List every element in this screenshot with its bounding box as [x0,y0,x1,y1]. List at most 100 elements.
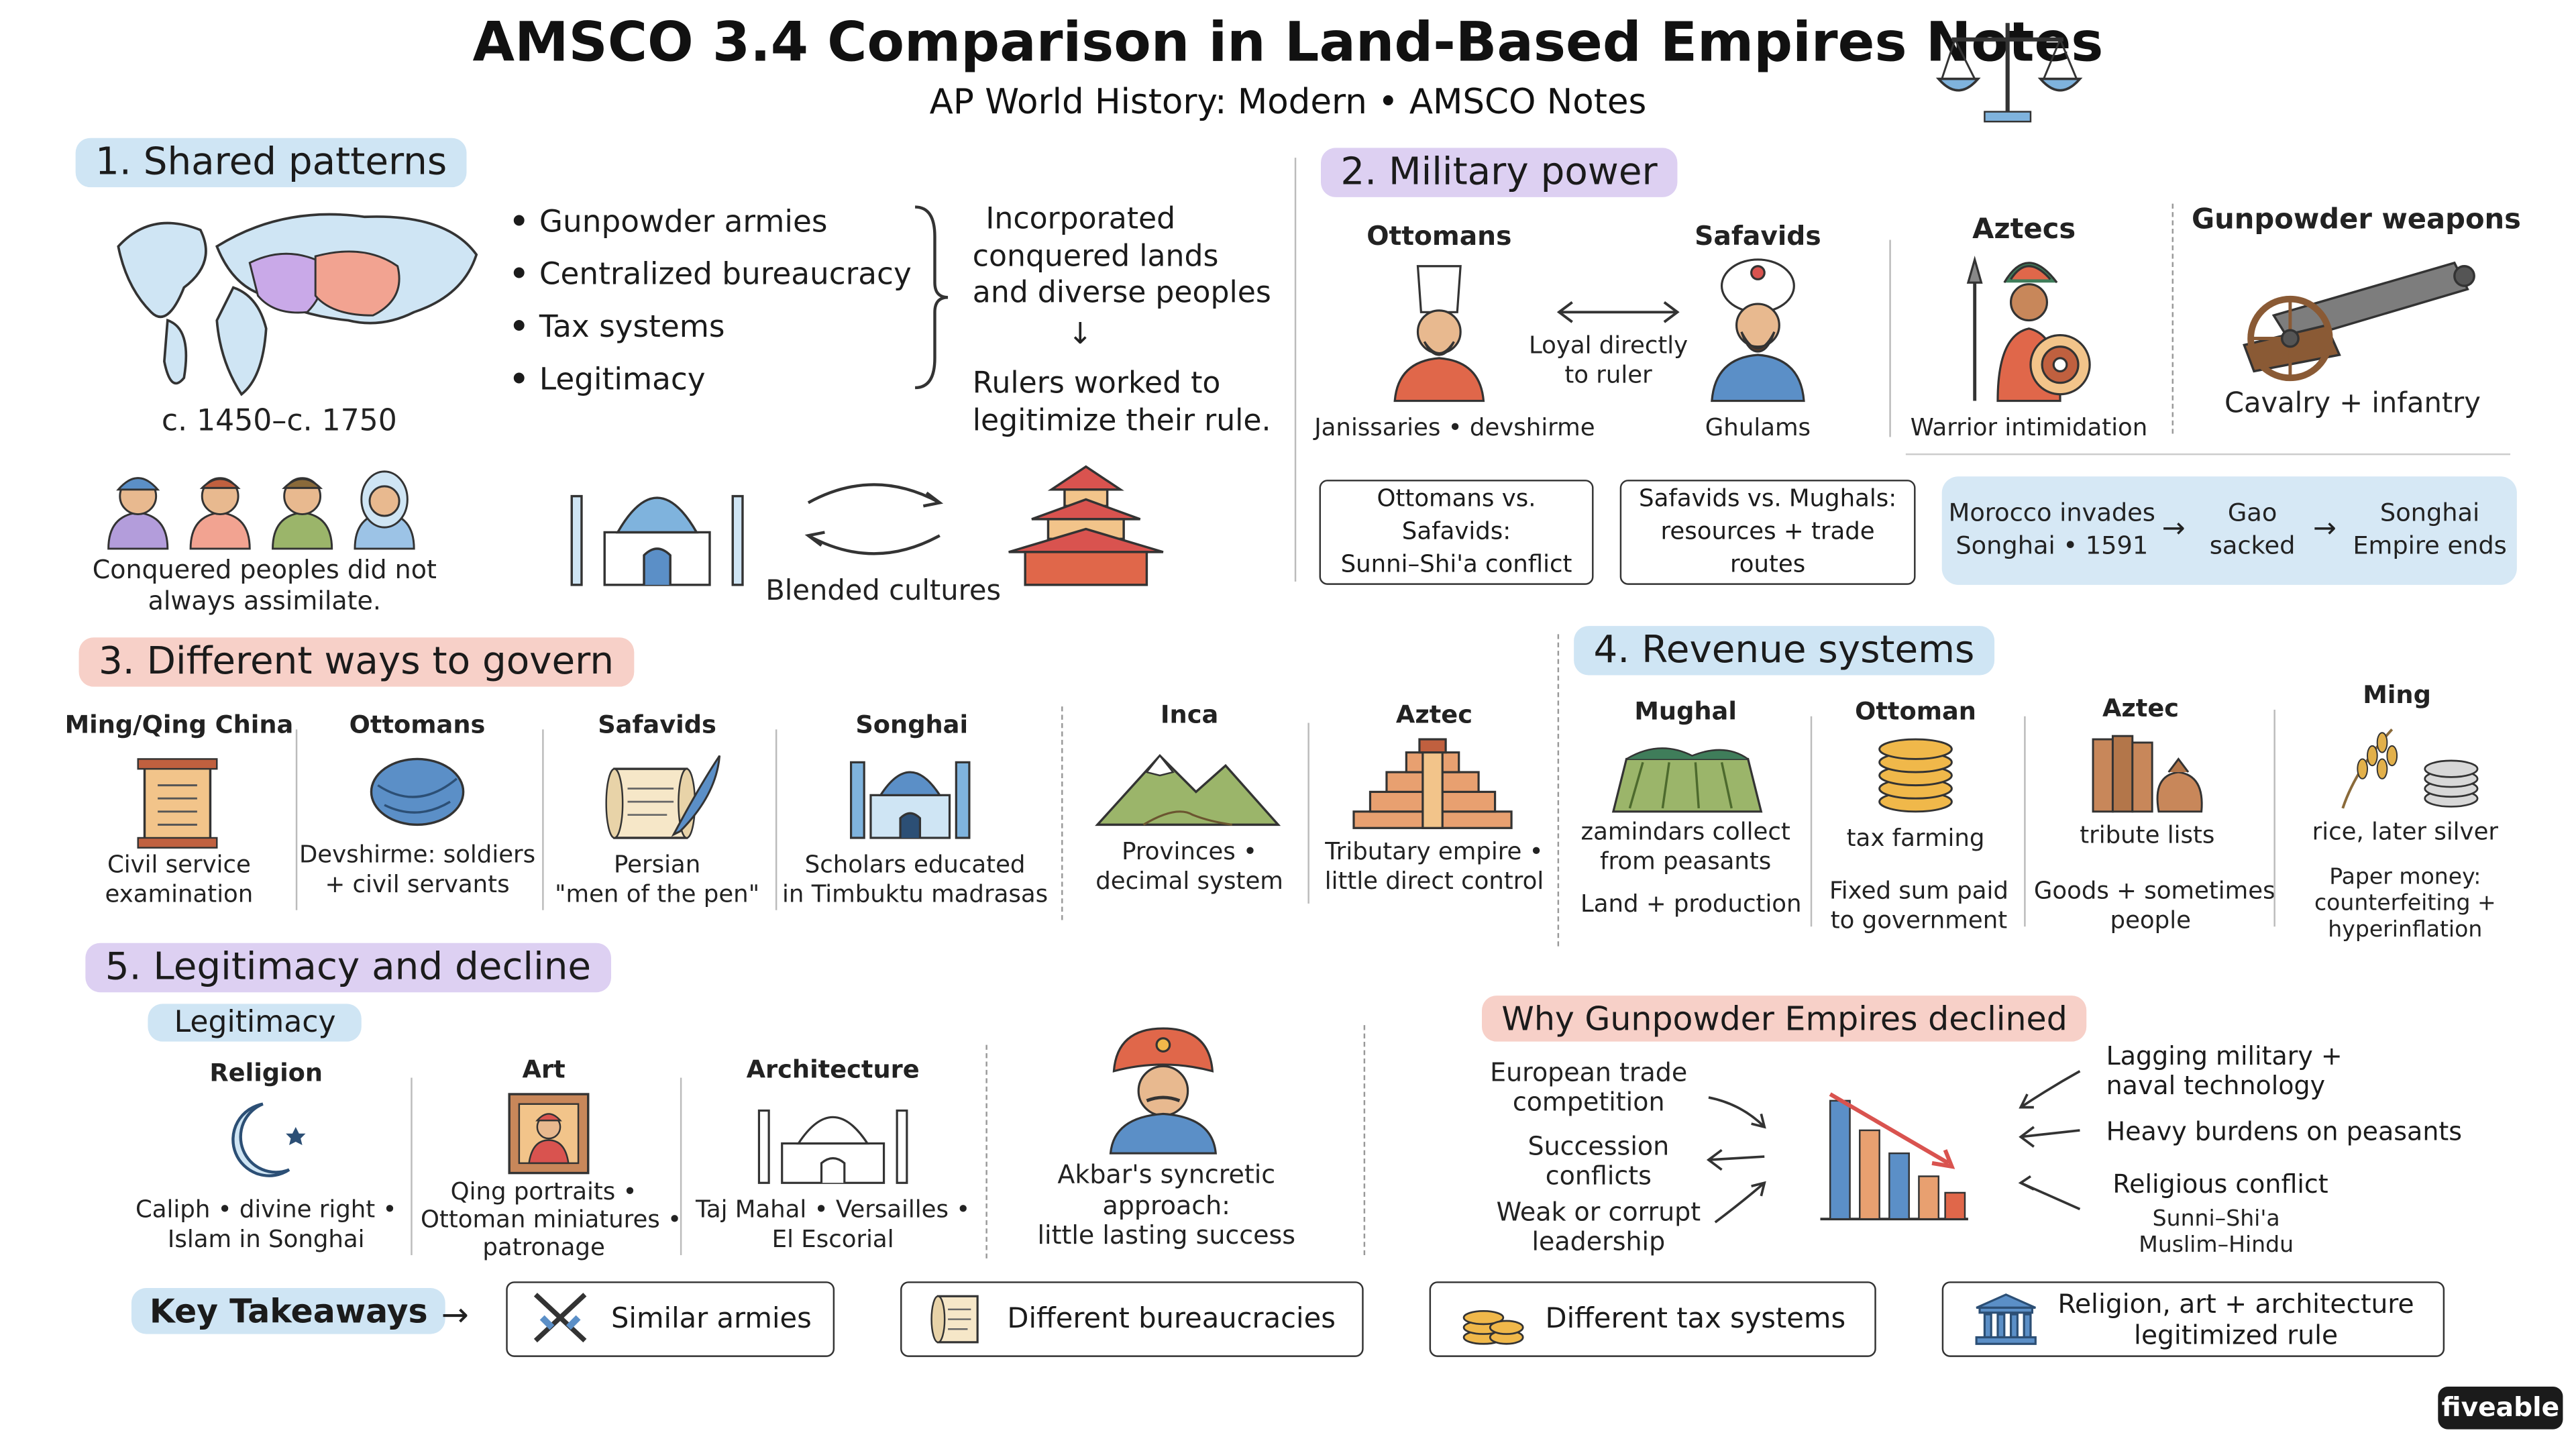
akbar-caption: Akbar's syncretic approach: little lasti… [1037,1159,1296,1250]
songhai-flow-box [1941,476,2517,585]
fiveable-logo: fiveable [2438,1386,2563,1430]
blended-cultures-label: Blended cultures [765,575,1002,608]
period-label: c. 1450–c. 1750 [161,404,397,439]
right-arrow-icon: → [441,1294,469,1334]
coin-stack-icon [1462,1309,1523,1345]
revenue-col-text: rice, later silver [2312,820,2499,847]
revenue-col-sub: Goods + sometimes people [2033,879,2275,935]
down-arrow-icon: ↓ [1067,317,1093,352]
decline-cause-right: Lagging military + naval technology [2106,1041,2343,1101]
govern-col-text: Civil service examination [105,853,254,909]
dashed-divider [2171,203,2174,434]
coins-icon [1878,738,1953,813]
section-divider [1889,239,1891,437]
right-arrow-icon: → [2312,513,2337,546]
world-map-icon [117,213,478,396]
govern-col-name: Safavids [598,709,716,740]
govern-col-text: Provinces • decimal system [1095,839,1283,896]
janissary-icon [1393,265,1485,402]
government-building-icon [1974,1293,2036,1345]
govern-col-name: Songhai [855,709,969,740]
key-takeaways-label: Key Takeaways [131,1288,446,1334]
decline-cause-left: European trade competition [1490,1058,1688,1118]
decline-cause-left: Succession conflicts [1527,1132,1670,1191]
revenue-col-sub: Fixed sum paid to government [1829,879,2008,935]
takeaway-similar-armies: Similar armies [506,1281,835,1357]
column-divider [1810,716,1813,927]
flow-step-morocco: Morocco invades Songhai • 1591 [1948,498,2155,561]
aztecs-label: Aztecs [1972,213,2076,247]
akbar-icon [1109,1027,1218,1155]
right-arrow-icon: → [2161,513,2186,546]
revenue-col-name: Aztec [2102,693,2180,723]
conquered-caption: Conquered peoples did not always assimil… [92,555,437,616]
column-divider [1307,722,1309,904]
crossed-swords-icon [533,1293,587,1343]
cannon-icon [2243,261,2475,382]
section-5-heading: 5. Legitimacy and decline [85,943,611,993]
dashed-divider [1363,1025,1366,1256]
revenue-col-name: Mughal [1634,696,1737,727]
legitimacy-col-text: Taj Mahal • Versailles • El Escorial [696,1197,971,1254]
religious-conflict-sub: Sunni–Shi'a Muslim–Hindu [2139,1205,2294,1258]
exchange-arrows-icon [804,483,944,555]
decline-bar-chart-icon [1820,1092,1968,1221]
legitimacy-col-text: Caliph • divine right • Islam in Songhai [136,1197,397,1254]
decline-cause-left: Weak or corrupt leadership [1496,1197,1701,1257]
rice-silver-icon [2341,729,2479,809]
conquered-peoples-icon [107,470,415,550]
warrior-caption: Warrior intimidation [1910,415,2148,442]
govern-col-text: Persian "men of the pen" [555,853,760,909]
govern-col-name: Aztec [1395,700,1472,730]
revenue-col-sub: Land + production [1580,892,1802,918]
govern-col-name: Inca [1160,700,1219,730]
ghulam-icon [1711,258,1805,402]
rulers-text: Rulers worked to legitimize their rule. [972,366,1271,439]
column-divider [2024,716,2026,927]
revenue-col-text: tax farming [1846,826,1985,853]
cause-arrows-left-icon [1706,1096,1766,1224]
crescent-icon [231,1102,306,1177]
tribute-goods-icon [2092,735,2203,813]
section-2-heading: 2. Military power [1320,148,1678,197]
legitimacy-col-text: Qing portraits • Ottoman miniatures • pa… [420,1179,682,1262]
dashed-divider [1061,706,1063,920]
safavids-vs-mughals-box: Safavids vs. Mughals: resources + trade … [1619,480,1916,585]
takeaway-legitimized-rule: Religion, art + architecture legitimized… [1941,1281,2445,1357]
revenue-col-text: zamindars collect from peasants [1580,820,1790,876]
brace-icon [914,205,949,390]
cause-arrows-right-icon [2018,1070,2081,1211]
legitimacy-subheading: Legitimacy [148,1004,362,1042]
flow-step-songhai-ends: Songhai Empire ends [2353,498,2507,561]
shared-patterns-list: Gunpowder armies Centralized bureaucracy… [509,197,912,407]
govern-col-name: Ming/Qing China [64,709,294,740]
aztec-warrior-icon [1966,256,2091,402]
section-divider [1294,158,1297,582]
incorporated-text: Incorporated conquered lands and diverse… [972,202,1271,311]
column-divider [411,1077,413,1256]
portrait-icon [508,1093,590,1175]
scale-icon [1935,23,2083,123]
dashed-divider [985,1044,987,1258]
ghulams-caption: Ghulams [1705,415,1811,442]
page-title: AMSCO 3.4 Comparison in Land-Based Empir… [472,9,2104,74]
double-arrow-icon [1556,301,1680,323]
ottomans-vs-safavids-box: Ottomans vs. Safavids: Sunni–Shi'a confl… [1319,480,1594,585]
section-4-heading: 4. Revenue systems [1574,626,1994,676]
column-divider [2273,709,2275,927]
bullet-item: Centralized bureaucracy [509,250,912,302]
gunpowder-label: Gunpowder weapons [2191,203,2521,237]
takeaway-different-bureaucracies: Different bureaucracies [900,1281,1364,1357]
taj-architecture-icon [757,1109,908,1184]
mountain-icon [1095,754,1281,826]
mosque-icon [849,761,971,839]
govern-col-text: Devshirme: soldiers + civil servants [299,843,536,899]
taj-mahal-icon [570,494,744,586]
column-divider [680,1077,682,1256]
column-divider [542,729,544,910]
govern-col-text: Scholars educated in Timbuktu madrasas [782,853,1049,909]
farmland-icon [1611,747,1763,813]
turban-icon [370,757,465,826]
loyal-text: Loyal directly to ruler [1528,333,1688,390]
takeaway-different-tax-systems: Different tax systems [1429,1281,1876,1357]
